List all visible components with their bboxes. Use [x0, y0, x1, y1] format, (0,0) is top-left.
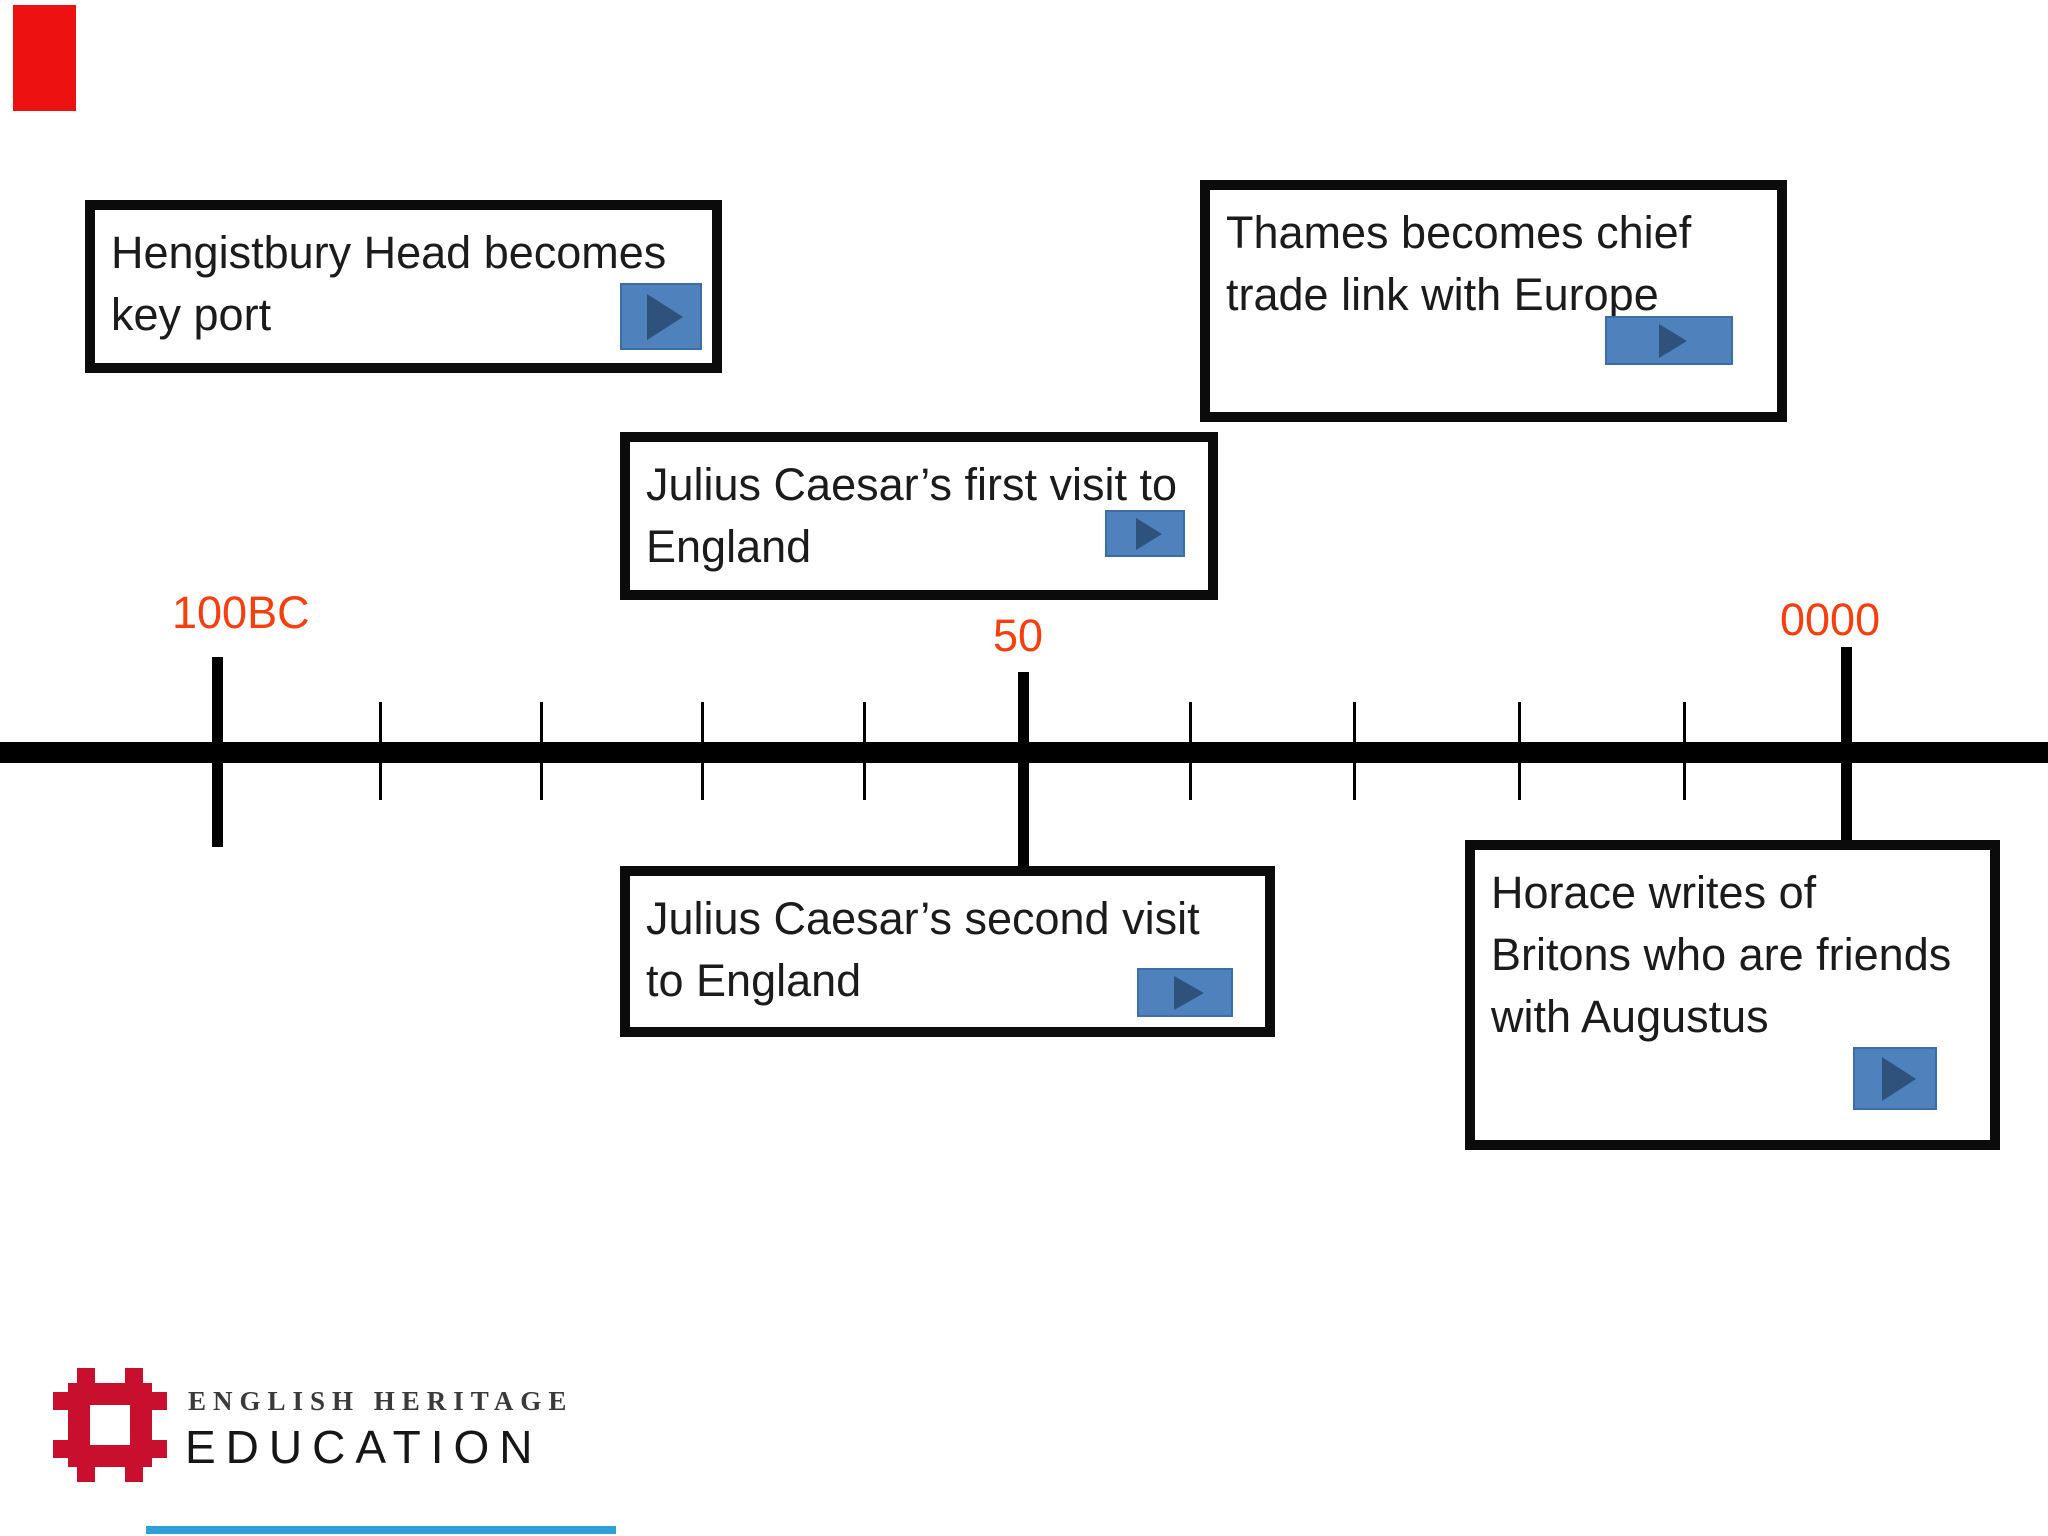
- event-line: England: [646, 521, 812, 572]
- event-text: Julius Caesar’s first visit to England: [646, 454, 1177, 578]
- timeline-minor-tick: [540, 702, 543, 800]
- logo-text-education: EDUCATION: [185, 1421, 543, 1473]
- english-heritage-education-logo: ENGLISH HERITAGE EDUCATION: [53, 1368, 613, 1498]
- play-button-caesar-first[interactable]: [1105, 510, 1185, 557]
- axis-label-50: 50: [993, 610, 1044, 661]
- timeline-major-tick-100bc: [212, 657, 223, 847]
- play-icon: [1882, 1056, 1916, 1101]
- event-line: trade link with Europe: [1226, 269, 1659, 320]
- timeline-minor-tick: [1683, 702, 1686, 800]
- video-progress-line: [146, 1526, 616, 1534]
- play-button-hengistbury[interactable]: [620, 283, 702, 350]
- event-line: Britons who are friends: [1491, 929, 1952, 980]
- event-line: Hengistbury Head becomes: [111, 227, 667, 278]
- event-text: Hengistbury Head becomes key port: [111, 222, 666, 346]
- event-line: Horace writes of: [1491, 867, 1817, 918]
- axis-label-0000: 0000: [1780, 594, 1881, 645]
- timeline-minor-tick: [379, 702, 382, 800]
- axis-label-100bc: 100BC: [172, 587, 310, 638]
- play-button-caesar-second[interactable]: [1137, 968, 1233, 1017]
- timeline-minor-tick: [863, 702, 866, 800]
- logo-text-english-heritage: ENGLISH HERITAGE: [188, 1386, 574, 1416]
- event-box-hengistbury-head: Hengistbury Head becomes key port: [85, 200, 722, 373]
- play-icon: [1174, 975, 1204, 1010]
- event-line: to England: [646, 955, 862, 1006]
- timeline-major-tick-0000: [1841, 647, 1852, 844]
- play-button-thames[interactable]: [1605, 316, 1733, 365]
- event-box-thames-trade: Thames becomes chief trade link with Eur…: [1200, 180, 1787, 422]
- event-line: with Augustus: [1491, 991, 1769, 1042]
- event-line: key port: [111, 289, 272, 340]
- logo-ring: [68, 1383, 152, 1467]
- event-line: Julius Caesar’s second visit: [646, 893, 1200, 944]
- event-line: Julius Caesar’s first visit to: [646, 459, 1177, 510]
- play-icon: [1136, 517, 1162, 550]
- timeline-minor-tick: [1189, 702, 1192, 800]
- timeline-minor-tick: [1518, 702, 1521, 800]
- timeline-minor-tick: [1353, 702, 1356, 800]
- event-box-caesar-first-visit: Julius Caesar’s first visit to England: [620, 432, 1218, 600]
- event-line: Thames becomes chief: [1226, 207, 1692, 258]
- event-text: Thames becomes chief trade link with Eur…: [1226, 202, 1691, 326]
- event-box-caesar-second-visit: Julius Caesar’s second visit to England: [620, 866, 1275, 1037]
- timeline-major-tick-50: [1018, 672, 1029, 867]
- event-box-horace: Horace writes of Britons who are friends…: [1465, 840, 2000, 1150]
- timeline-minor-tick: [701, 702, 704, 800]
- play-icon: [647, 293, 683, 340]
- play-button-horace[interactable]: [1853, 1047, 1937, 1110]
- play-icon: [1659, 323, 1687, 358]
- english-heritage-icon: [53, 1368, 167, 1482]
- event-text: Horace writes of Britons who are friends…: [1491, 862, 1951, 1048]
- event-text: Julius Caesar’s second visit to England: [646, 888, 1200, 1012]
- red-marker-overlay: [13, 5, 76, 111]
